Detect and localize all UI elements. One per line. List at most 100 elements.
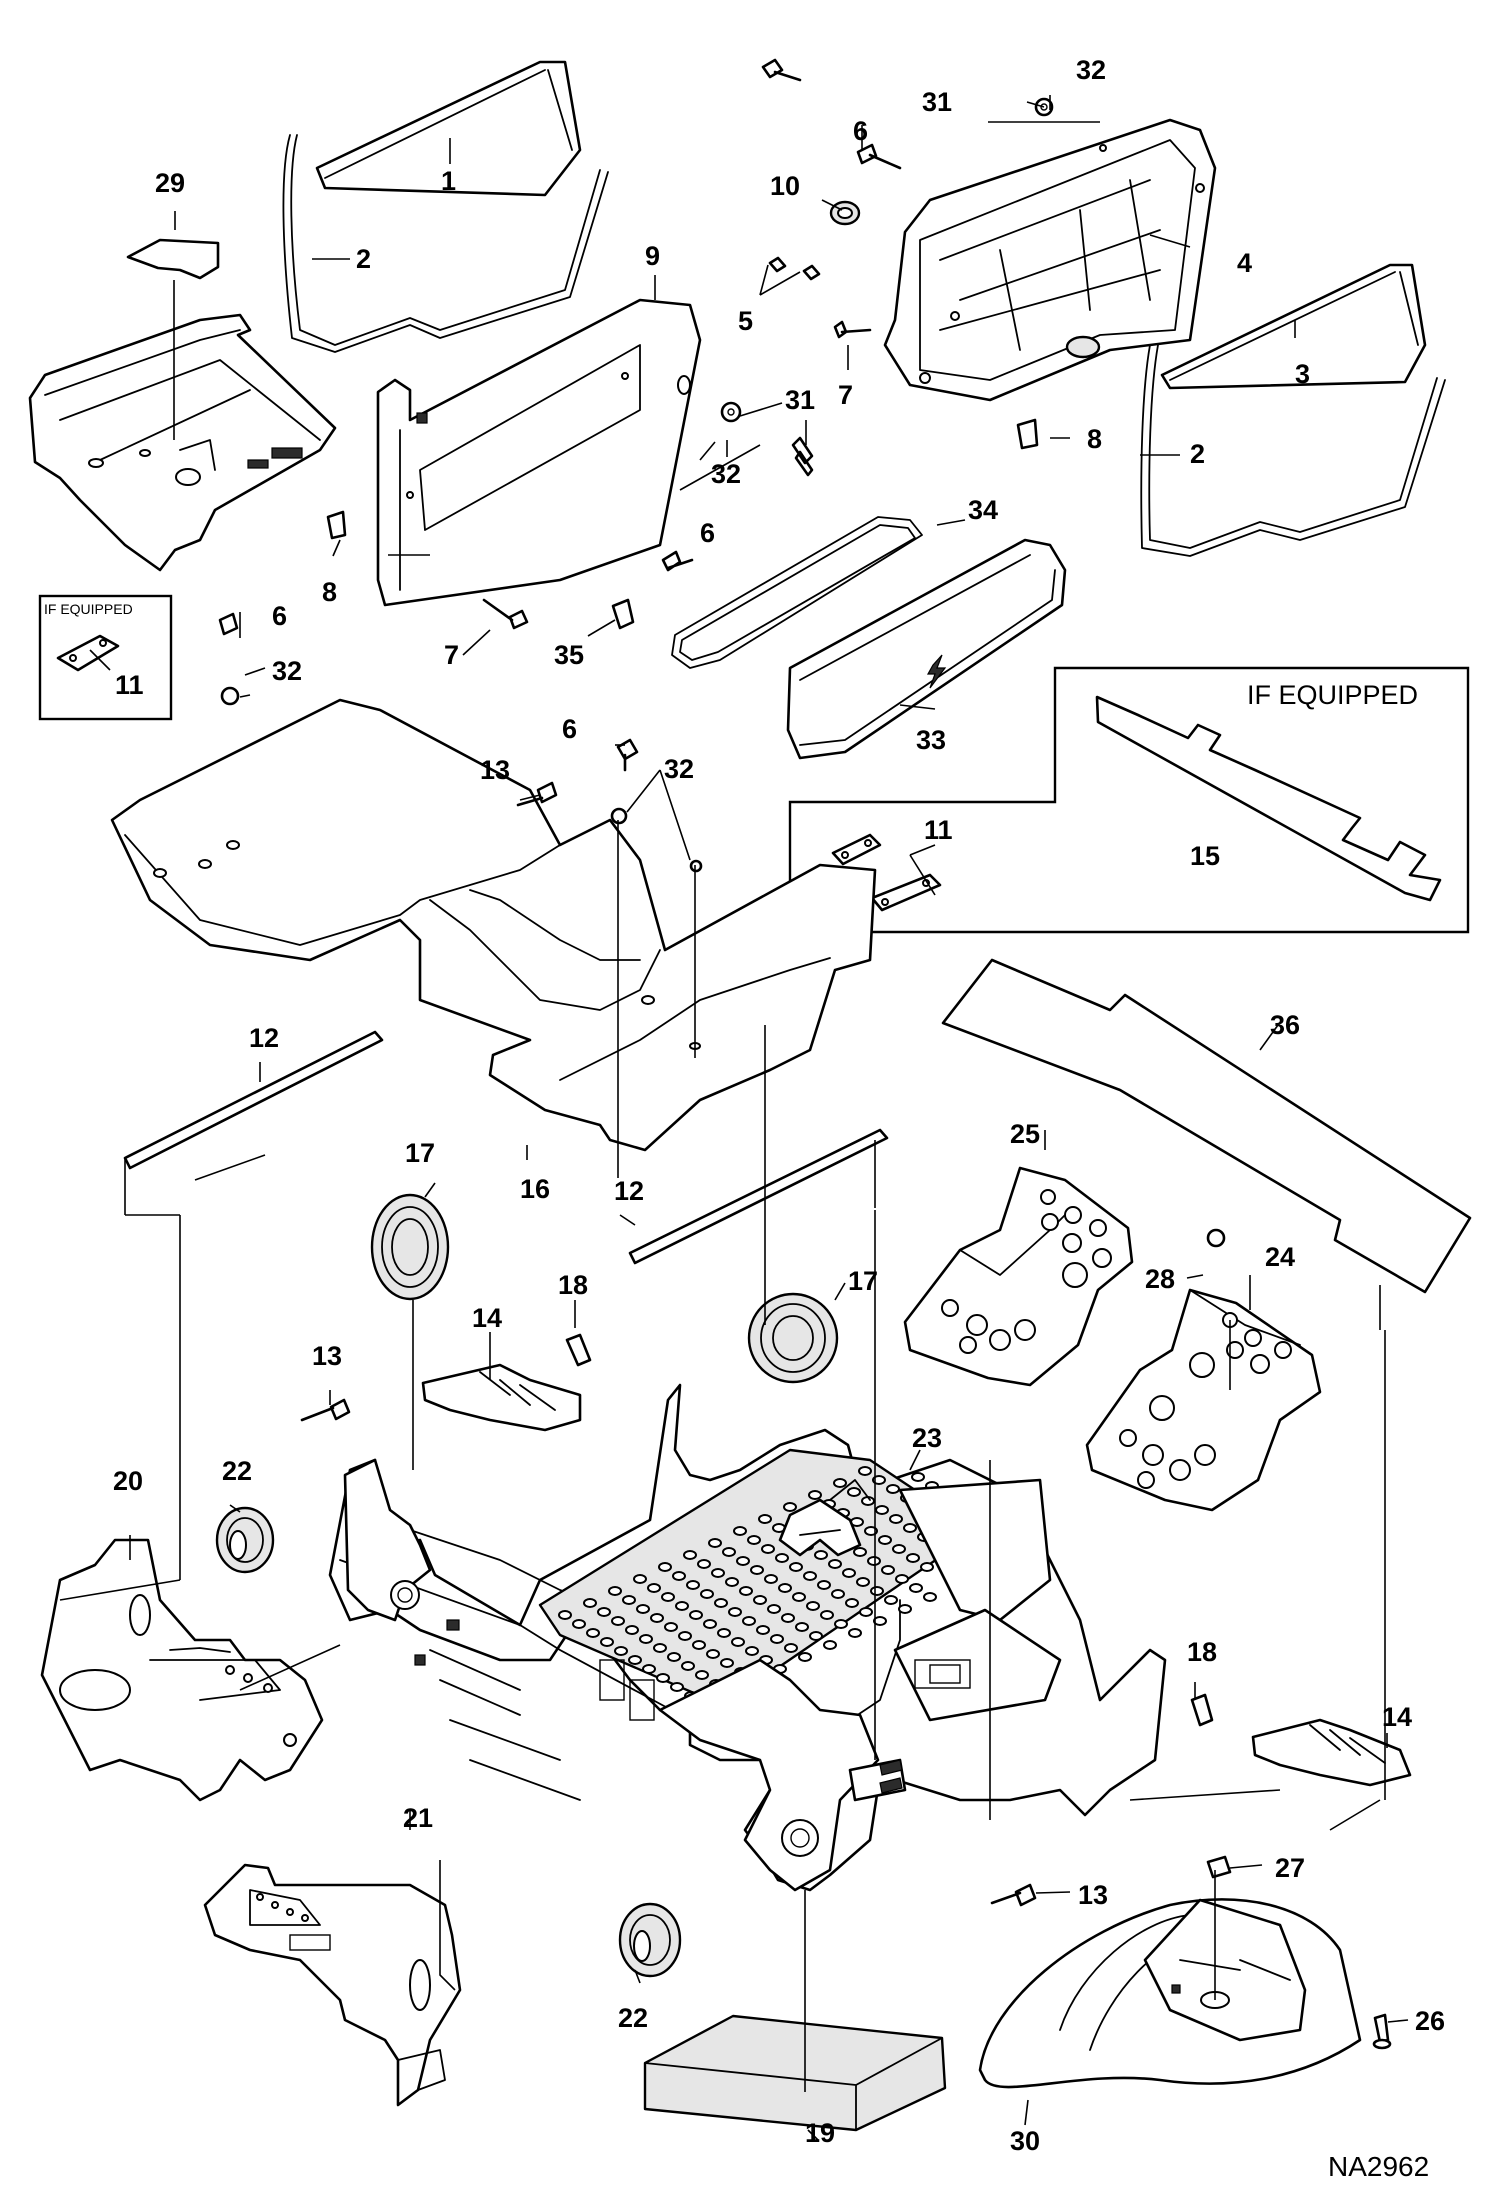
perforation-hole (806, 1601, 820, 1611)
callout-22: 22 (222, 1456, 252, 1486)
part-19-pad (643, 2014, 947, 2132)
perforation-hole (745, 1646, 759, 1656)
perforation-hole (697, 1559, 711, 1569)
perforation-hole (764, 1574, 778, 1584)
callout-7: 7 (444, 640, 459, 670)
perforation-hole (608, 1586, 622, 1596)
callout-17: 17 (405, 1138, 435, 1168)
perforation-hole (586, 1628, 600, 1638)
perforation-hole (639, 1634, 653, 1644)
perforation-hole (747, 1535, 761, 1545)
perforation-hole (717, 1628, 731, 1638)
part-26-screw (1372, 2013, 1392, 2050)
perforation-hole (859, 1607, 873, 1617)
callout-32: 32 (664, 754, 694, 784)
perforation-hole (711, 1568, 725, 1578)
perforation-hole (583, 1598, 597, 1608)
perforation-hole (831, 1589, 845, 1599)
perforation-hole (628, 1655, 642, 1665)
part-12-strips (123, 1030, 889, 1265)
perforation-hole (834, 1619, 848, 1629)
callout-36: 36 (1270, 1010, 1300, 1040)
part-2-seal-right (1140, 344, 1446, 557)
perforation-hole (856, 1577, 870, 1587)
perforation-hole (778, 1583, 792, 1593)
perforation-hole (689, 1610, 703, 1620)
perforation-hole (842, 1568, 856, 1578)
callout-7: 7 (838, 380, 853, 410)
perforation-hole (636, 1604, 650, 1614)
callout-17: 17 (848, 1266, 878, 1296)
perforation-hole (695, 1670, 709, 1680)
perforation-hole (681, 1661, 695, 1671)
part-27-clip (1206, 1855, 1232, 1879)
perforation-hole (600, 1637, 614, 1647)
part-2-seal-left (282, 134, 609, 353)
callout-21: 21 (403, 1803, 433, 1833)
perforation-hole (898, 1604, 912, 1614)
perforation-hole (873, 1616, 887, 1626)
perforation-hole (658, 1562, 672, 1572)
if-equipped-large-note: IF EQUIPPED (1247, 680, 1418, 710)
perforation-hole (736, 1556, 750, 1566)
perforation-hole (725, 1577, 739, 1587)
perforation-hole (672, 1571, 686, 1581)
callout-29: 29 (155, 168, 185, 198)
callout-6: 6 (272, 601, 287, 631)
callout-8: 8 (322, 577, 337, 607)
callout-31: 31 (922, 87, 952, 117)
perforation-hole (756, 1625, 770, 1635)
perforation-hole (906, 1553, 920, 1563)
floor-panel-left (28, 313, 337, 572)
perforation-hole (678, 1631, 692, 1641)
perforation-hole (642, 1664, 656, 1674)
part-8-clips (326, 418, 1039, 540)
perforation-hole (720, 1658, 734, 1668)
perforation-hole (558, 1610, 572, 1620)
callout-13: 13 (1078, 1880, 1108, 1910)
perforation-hole (611, 1616, 625, 1626)
perforation-hole (920, 1562, 934, 1572)
perforation-hole (886, 1484, 900, 1494)
perforation-hole (823, 1640, 837, 1650)
callout-33: 33 (916, 725, 946, 755)
perforation-hole (722, 1547, 736, 1557)
part-33-battery-cover (786, 538, 1067, 760)
callout-13: 13 (480, 755, 510, 785)
part-35-clip (611, 598, 635, 630)
part-17-boots (370, 1193, 839, 1384)
part-23-floor-frame (328, 1383, 1167, 1892)
perforation-hole (706, 1649, 720, 1659)
callout-9: 9 (645, 241, 660, 271)
part-16-hood (110, 612, 877, 1152)
perforation-hole (656, 1673, 670, 1683)
perforation-hole (767, 1604, 781, 1614)
callout-6: 6 (853, 116, 868, 146)
part-14-pedal-left (421, 1363, 582, 1432)
callout-18: 18 (558, 1270, 588, 1300)
perforation-hole (597, 1607, 611, 1617)
part-29-bracket (126, 238, 220, 280)
callout-5: 5 (738, 306, 753, 336)
perforation-hole (647, 1583, 661, 1593)
perforation-hole (847, 1487, 861, 1497)
callout-2: 2 (1190, 439, 1205, 469)
callout-11: 11 (115, 670, 144, 700)
perforation-hole (884, 1595, 898, 1605)
callout-28: 28 (1145, 1264, 1175, 1294)
perforation-hole (742, 1616, 756, 1626)
part-20-bracket (40, 1538, 324, 1802)
perforation-hole (909, 1583, 923, 1593)
perforation-hole (881, 1565, 895, 1575)
callout-13: 13 (312, 1341, 342, 1371)
perforation-hole (833, 1478, 847, 1488)
perforation-hole (708, 1538, 722, 1548)
part-24-pedal-plate (1085, 1228, 1322, 1512)
callout-14: 14 (472, 1303, 502, 1333)
callout-6: 6 (562, 714, 577, 744)
callout-1: 1 (441, 166, 456, 196)
perforation-hole (853, 1547, 867, 1557)
perforation-hole (809, 1631, 823, 1641)
part-1-seal-strip (315, 60, 582, 197)
